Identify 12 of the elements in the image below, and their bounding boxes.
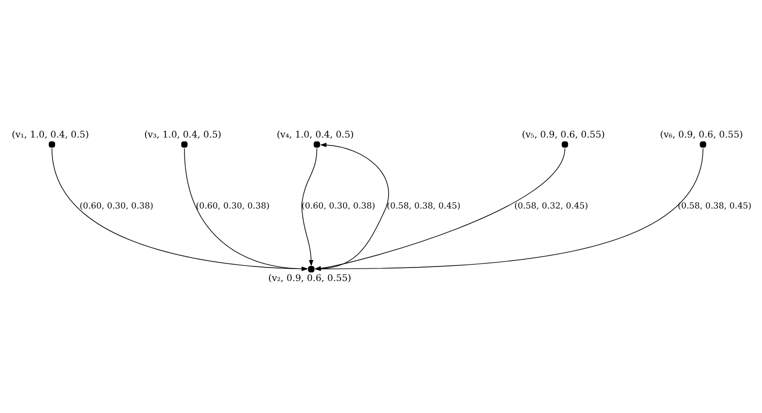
edge-label: (0.58, 0.38, 0.45) xyxy=(386,200,460,211)
edge-label: (0.60, 0.30, 0.38) xyxy=(302,200,376,211)
edge-label: (0.60, 0.30, 0.38) xyxy=(196,200,270,211)
edge-label: (0.58, 0.32, 0.45) xyxy=(514,200,588,211)
edge-label: (0.60, 0.30, 0.38) xyxy=(80,200,154,211)
node-label: (v₄, 1.0, 0.4, 0.5) xyxy=(276,129,354,140)
node-label: (v₁, 1.0, 0.4, 0.5) xyxy=(12,129,89,140)
node-label: (v₃, 1.0, 0.4, 0.5) xyxy=(144,129,222,140)
edge-label: (0.58, 0.38, 0.45) xyxy=(678,200,752,211)
node-label: (v₆, 0.9, 0.6, 0.55) xyxy=(660,129,744,140)
node-label: (v₂, 0.9, 0.6, 0.55) xyxy=(268,273,352,284)
node-label: (v₅, 0.9, 0.6, 0.55) xyxy=(522,129,605,140)
